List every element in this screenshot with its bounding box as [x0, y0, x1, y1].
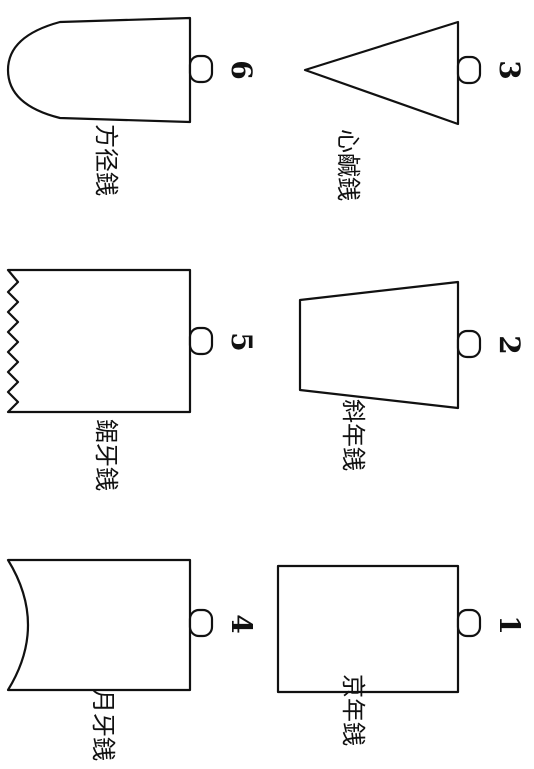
number-5: 5 [225, 332, 258, 351]
number-3: 3 [493, 60, 526, 79]
item-1: 1 京年銭 [276, 564, 526, 746]
shape-5-serrated [6, 268, 192, 414]
label-6: 方径銭 [92, 124, 120, 196]
lug-1 [456, 608, 482, 638]
item-2: 2 斜年銭 [298, 280, 526, 471]
label-3: 心鹹銭 [334, 129, 362, 201]
item-5: 5 鋸牙銭 [6, 268, 258, 491]
lug-6 [188, 54, 214, 84]
lug-2 [456, 329, 482, 359]
lug-5 [188, 326, 214, 356]
lug-4 [188, 608, 214, 638]
shape-3-pointed [303, 20, 460, 126]
label-5: 鋸牙銭 [92, 419, 120, 491]
shape-2-trapezoid [298, 280, 460, 410]
item-6: 6 方径銭 [6, 16, 258, 196]
shape-6-rounded [6, 16, 192, 124]
number-6: 6 [225, 60, 258, 79]
number-2: 2 [493, 335, 526, 354]
label-4: 月牙銭 [89, 689, 117, 761]
label-1: 京年銭 [339, 674, 367, 746]
shape-4-concave [6, 558, 192, 692]
label-2: 斜年銭 [339, 399, 367, 471]
item-3: 3 心鹹銭 [303, 20, 526, 201]
number-4: 4 [225, 614, 258, 633]
shape-1-rectangle [276, 564, 460, 694]
lug-3 [456, 55, 482, 85]
number-1: 1 [493, 615, 526, 634]
item-4: 4 月牙銭 [6, 558, 258, 761]
